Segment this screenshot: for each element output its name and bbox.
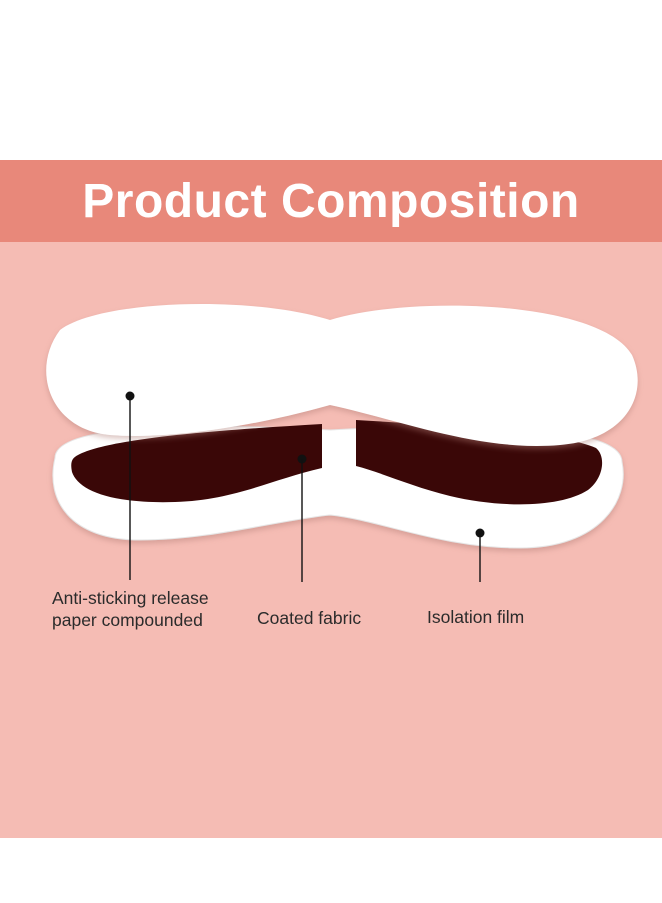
coated-fabric-label: Coated fabric	[257, 607, 361, 629]
coated-fabric-left	[71, 424, 322, 503]
isolation-film-label: Isolation film	[427, 606, 524, 628]
release-paper-label-line-1: Anti-sticking release	[52, 588, 209, 608]
title-banner: Product Composition	[0, 160, 662, 242]
release-paper-label-line-2: paper compounded	[52, 610, 203, 630]
isolation-film-label-line-1: Isolation film	[427, 607, 525, 627]
coated-fabric-label-line-1: Coated fabric	[257, 608, 362, 628]
release-paper-label: Anti-sticking release paper compounded	[52, 587, 209, 631]
release-paper-layer	[46, 303, 638, 446]
page-title: Product Composition	[82, 174, 580, 228]
